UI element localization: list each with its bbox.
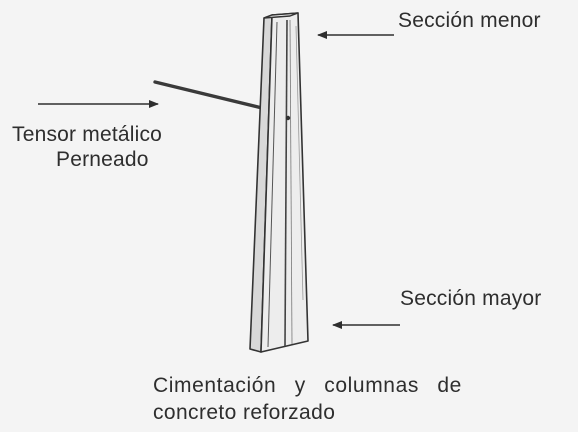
caption-line-1: Cimentación y columnas de [153, 374, 462, 397]
label-seccion-menor: Sección menor [398, 9, 541, 32]
label-tensor-metalico: Tensor metálico [12, 123, 163, 146]
label-perneado: Perneado [56, 148, 149, 171]
caption-line-2: concreto reforzado [153, 401, 336, 424]
tapered-column [249, 12, 309, 353]
column-top-cap [263, 12, 299, 19]
label-seccion-mayor: Sección mayor [400, 287, 542, 310]
